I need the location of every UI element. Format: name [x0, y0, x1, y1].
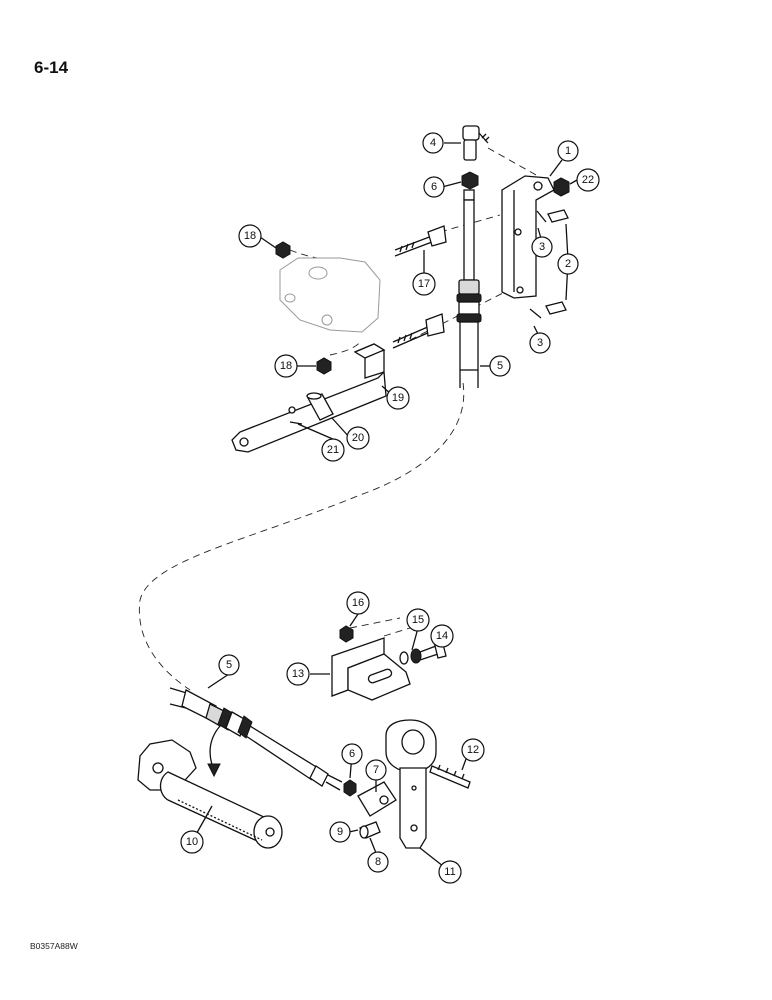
callout-7: 7 — [365, 759, 387, 781]
svg-text:12: 12 — [467, 744, 479, 756]
svg-text:8: 8 — [375, 856, 381, 868]
callout-10: 10 — [180, 830, 204, 854]
svg-text:10: 10 — [186, 836, 198, 848]
svg-text:6: 6 — [431, 181, 437, 193]
pivot-lever — [501, 175, 555, 299]
svg-text:18: 18 — [280, 360, 292, 372]
svg-text:9: 9 — [337, 826, 343, 838]
svg-text:18: 18 — [244, 230, 256, 242]
svg-text:11: 11 — [444, 866, 455, 878]
callout-13: 13 — [286, 662, 310, 686]
control-cable-upper — [456, 199, 482, 388]
callout-19: 19 — [386, 386, 410, 410]
callout-20: 20 — [346, 426, 370, 450]
svg-text:6: 6 — [349, 748, 355, 760]
svg-text:3: 3 — [539, 241, 545, 253]
callout-14: 14 — [430, 624, 454, 648]
swivel-fitting — [462, 125, 490, 161]
control-cable-lower — [169, 687, 343, 791]
svg-text:14: 14 — [436, 630, 448, 642]
callout-3-lower: 3 — [529, 332, 551, 354]
callout-21: 21 — [321, 438, 345, 462]
svg-text:2: 2 — [565, 258, 571, 270]
svg-text:22: 22 — [582, 174, 594, 186]
callout-22: 22 — [576, 168, 600, 192]
callout-3-upper: 3 — [531, 236, 553, 258]
cable-bracket-plate — [331, 637, 411, 701]
svg-text:15: 15 — [412, 614, 424, 626]
eye-bolts — [392, 225, 447, 349]
callout-17: 17 — [412, 272, 436, 296]
callout-18-lower: 18 — [274, 354, 298, 378]
svg-text:3: 3 — [537, 337, 543, 349]
callout-18-upper: 18 — [238, 224, 262, 248]
page-number: 6-14 — [34, 58, 69, 77]
svg-text:21: 21 — [327, 444, 339, 456]
spring-pin — [429, 764, 471, 789]
nut-22 — [553, 177, 570, 197]
svg-text:19: 19 — [392, 392, 404, 404]
callout-2: 2 — [557, 253, 579, 275]
hydraulic-cylinder — [137, 739, 283, 849]
control-arm — [231, 343, 387, 453]
callout-8: 8 — [367, 851, 389, 873]
svg-text:5: 5 — [226, 659, 232, 671]
svg-text:17: 17 — [418, 278, 430, 290]
callout-11: 11 — [438, 860, 462, 884]
pin-20 — [289, 392, 334, 425]
figure-code: B0357A88W — [30, 941, 78, 951]
callout-1: 1 — [557, 140, 579, 162]
assembly-arrow — [207, 725, 221, 778]
callout-16: 16 — [346, 591, 370, 615]
callout-5-lower: 5 — [218, 654, 240, 676]
svg-text:13: 13 — [292, 668, 304, 680]
clevis-pins-upper — [529, 209, 569, 319]
svg-text:1: 1 — [565, 145, 571, 157]
callout-6-upper: 6 — [423, 176, 445, 198]
svg-text:16: 16 — [352, 597, 364, 609]
callout-15: 15 — [406, 608, 430, 632]
callout-5-upper: 5 — [489, 355, 511, 377]
callout-12: 12 — [461, 738, 485, 762]
callout-6-lower: 6 — [341, 743, 363, 765]
svg-text:7: 7 — [373, 764, 379, 776]
svg-text:5: 5 — [497, 360, 503, 372]
svg-text:20: 20 — [352, 432, 364, 444]
shaft-lever — [385, 719, 437, 849]
cable-end-nut — [461, 171, 479, 201]
dashed-guide-lines — [138, 147, 546, 691]
callout-9: 9 — [329, 821, 351, 843]
svg-text:4: 4 — [430, 137, 436, 149]
clevis-end — [343, 779, 397, 839]
callout-4: 4 — [422, 132, 444, 154]
nuts-18 — [275, 241, 332, 375]
mounting-bracket-ghost — [279, 257, 381, 333]
